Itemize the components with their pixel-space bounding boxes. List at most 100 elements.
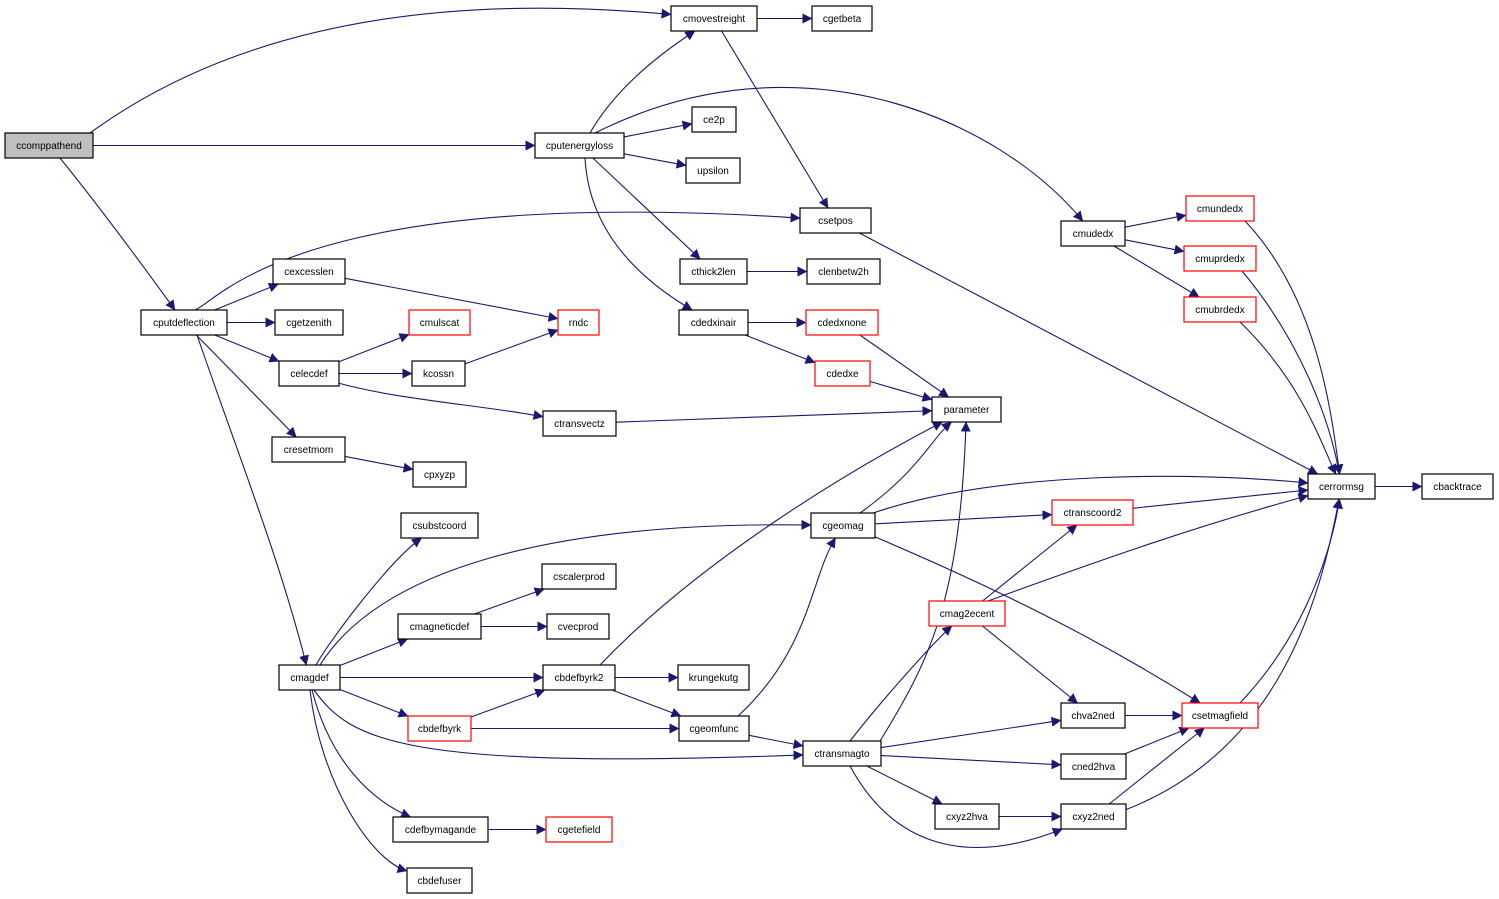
node-box: [814, 360, 871, 387]
edge-cmudedx-to-cmuprdedx: [1124, 239, 1185, 255]
node-cmag2ecent[interactable]: cmag2ecent: [928, 600, 1006, 627]
node-cresetmom[interactable]: cresetmom: [271, 436, 346, 463]
node-ctranscoord2[interactable]: ctranscoord2: [1051, 499, 1134, 526]
edge-cmundedx-to-cerrormsg: [1244, 220, 1344, 475]
edge-cmagdef-to-cmagneticdef: [339, 637, 409, 667]
edge-cmagdef-to-cbdefuser: [309, 689, 408, 874]
node-cgetbeta[interactable]: cgetbeta: [811, 5, 873, 32]
edge-cgeomag-to-parameter: [859, 421, 952, 514]
edge-cexcesslen-to-rndc: [344, 277, 559, 322]
node-cbdefbyrk[interactable]: cbdefbyrk: [407, 715, 472, 742]
node-cthick2len[interactable]: cthick2len: [679, 258, 748, 285]
node-ccomppathend[interactable]: ccomppathend: [4, 132, 94, 159]
node-cmulscat[interactable]: cmulscat: [408, 309, 471, 336]
edge-cmagdef-to-cdefbymagande: [311, 689, 412, 818]
edge-cgeomfunc-to-cgeomag: [737, 537, 836, 717]
node-cscalerprod[interactable]: cscalerprod: [541, 563, 617, 590]
node-cmundedx[interactable]: cmundedx: [1185, 195, 1255, 222]
node-cxyz2ned[interactable]: cxyz2ned: [1060, 803, 1127, 830]
node-cmuprdedx[interactable]: cmuprdedx: [1183, 245, 1257, 272]
edge-cmagdef-to-cgeomag: [319, 519, 812, 666]
edge-cmag2ecent-to-chva2ned: [982, 625, 1078, 704]
node-ctransvectz[interactable]: ctransvectz: [542, 410, 617, 437]
node-cbacktrace[interactable]: cbacktrace: [1421, 473, 1494, 500]
edge-cxyz2ned-to-cerrormsg: [1124, 498, 1343, 811]
node-cdedxe[interactable]: cdedxe: [814, 360, 871, 387]
node-label: cmagneticdef: [410, 622, 470, 633]
node-cmudedx[interactable]: cmudedx: [1060, 220, 1126, 247]
node-celecdef[interactable]: celecdef: [278, 360, 340, 387]
node-label: ccomppathend: [16, 141, 82, 152]
node-cgeomag[interactable]: cgeomag: [810, 512, 876, 539]
node-cmovestreight[interactable]: cmovestreight: [670, 5, 758, 32]
edge-ctransmagto-to-cned2hva: [880, 754, 1062, 770]
node-csetmagfield[interactable]: csetmagfield: [1181, 702, 1259, 729]
node-label: cned2hva: [1072, 762, 1116, 773]
edge-cgeomfunc-to-ctransmagto: [748, 734, 804, 749]
node-ce2p[interactable]: ce2p: [691, 106, 737, 133]
edge-cresetmom-to-cpxyzp: [344, 455, 414, 473]
node-cmagdef[interactable]: cmagdef: [278, 664, 341, 691]
node-box: [271, 436, 346, 463]
node-csubstcoord[interactable]: csubstcoord: [400, 512, 479, 539]
node-cmubrdedx[interactable]: cmubrdedx: [1183, 296, 1257, 323]
node-cmagneticdef[interactable]: cmagneticdef: [397, 613, 482, 640]
node-label: ctransvectz: [554, 419, 605, 430]
node-cexcesslen[interactable]: cexcesslen: [272, 258, 346, 285]
node-box: [810, 512, 876, 539]
node-box: [278, 664, 341, 691]
node-label: cxyz2ned: [1072, 812, 1114, 823]
node-label: cbacktrace: [1433, 482, 1482, 493]
node-clenbetw2h[interactable]: clenbetw2h: [806, 258, 881, 285]
node-label: cmag2ecent: [940, 609, 995, 620]
node-krungekutg[interactable]: krungekutg: [677, 664, 750, 691]
node-label: cscalerprod: [553, 572, 605, 583]
edge-cbdefbyrk2-to-parameter: [599, 421, 943, 666]
edge-cputenergyloss-to-upsilon: [623, 153, 687, 169]
node-ctransmagto[interactable]: ctransmagto: [802, 740, 882, 767]
node-box: [1183, 296, 1257, 323]
node-parameter[interactable]: parameter: [931, 396, 1002, 423]
node-cputenergyloss[interactable]: cputenergyloss: [534, 132, 625, 159]
edge-ccomppathend-to-cmovestreight: [89, 7, 672, 134]
edge-cputdeflection-to-cresetmom: [195, 334, 297, 438]
node-box: [557, 309, 600, 336]
node-label: cerrormsg: [1319, 482, 1364, 493]
node-box: [1060, 753, 1127, 780]
node-cned2hva[interactable]: cned2hva: [1060, 753, 1127, 780]
node-cbdefuser[interactable]: cbdefuser: [406, 867, 473, 894]
node-cgeomfunc[interactable]: cgeomfunc: [678, 715, 750, 742]
node-rndc[interactable]: rndc: [557, 309, 600, 336]
node-cdedxinair[interactable]: cdedxinair: [678, 309, 749, 336]
node-label: upsilon: [697, 166, 729, 177]
node-kcossn[interactable]: kcossn: [411, 360, 466, 387]
node-cgetefield[interactable]: cgetefield: [545, 816, 613, 843]
node-cdefbymagande[interactable]: cdefbymagande: [392, 816, 489, 843]
node-cerrormsg[interactable]: cerrormsg: [1307, 473, 1376, 500]
node-cxyz2hva[interactable]: cxyz2hva: [934, 803, 1000, 830]
edge-cmagdef-to-cbdefbyrk: [339, 688, 409, 718]
edge-ctransmagto-to-cmag2ecent: [849, 625, 953, 742]
node-cbdefbyrk2[interactable]: cbdefbyrk2: [542, 664, 616, 691]
node-box: [679, 258, 748, 285]
node-label: csetpos: [818, 216, 852, 227]
node-box: [1307, 473, 1376, 500]
node-cgetzenith[interactable]: cgetzenith: [274, 309, 344, 336]
edge-cbdefbyrk2-to-cgeomfunc: [611, 689, 682, 718]
node-label: ctranscoord2: [1064, 508, 1122, 519]
edge-cgeomag-to-ctranscoord2: [874, 510, 1053, 525]
node-cputdeflection[interactable]: cputdeflection: [140, 309, 228, 336]
node-box: [1060, 220, 1126, 247]
node-cpxyzp[interactable]: cpxyzp: [412, 461, 467, 488]
node-label: celecdef: [290, 369, 327, 380]
node-cvecprod[interactable]: cvecprod: [546, 613, 610, 640]
node-csetpos[interactable]: csetpos: [799, 207, 872, 234]
node-cdedxnone[interactable]: cdedxnone: [805, 309, 879, 336]
node-label: cdefbymagande: [405, 825, 477, 836]
edge-csetpos-to-cerrormsg: [859, 232, 1319, 475]
node-chva2ned[interactable]: chva2ned: [1060, 702, 1126, 729]
node-box: [407, 715, 472, 742]
node-box: [678, 309, 749, 336]
node-box: [1183, 245, 1257, 272]
node-upsilon[interactable]: upsilon: [685, 157, 741, 184]
